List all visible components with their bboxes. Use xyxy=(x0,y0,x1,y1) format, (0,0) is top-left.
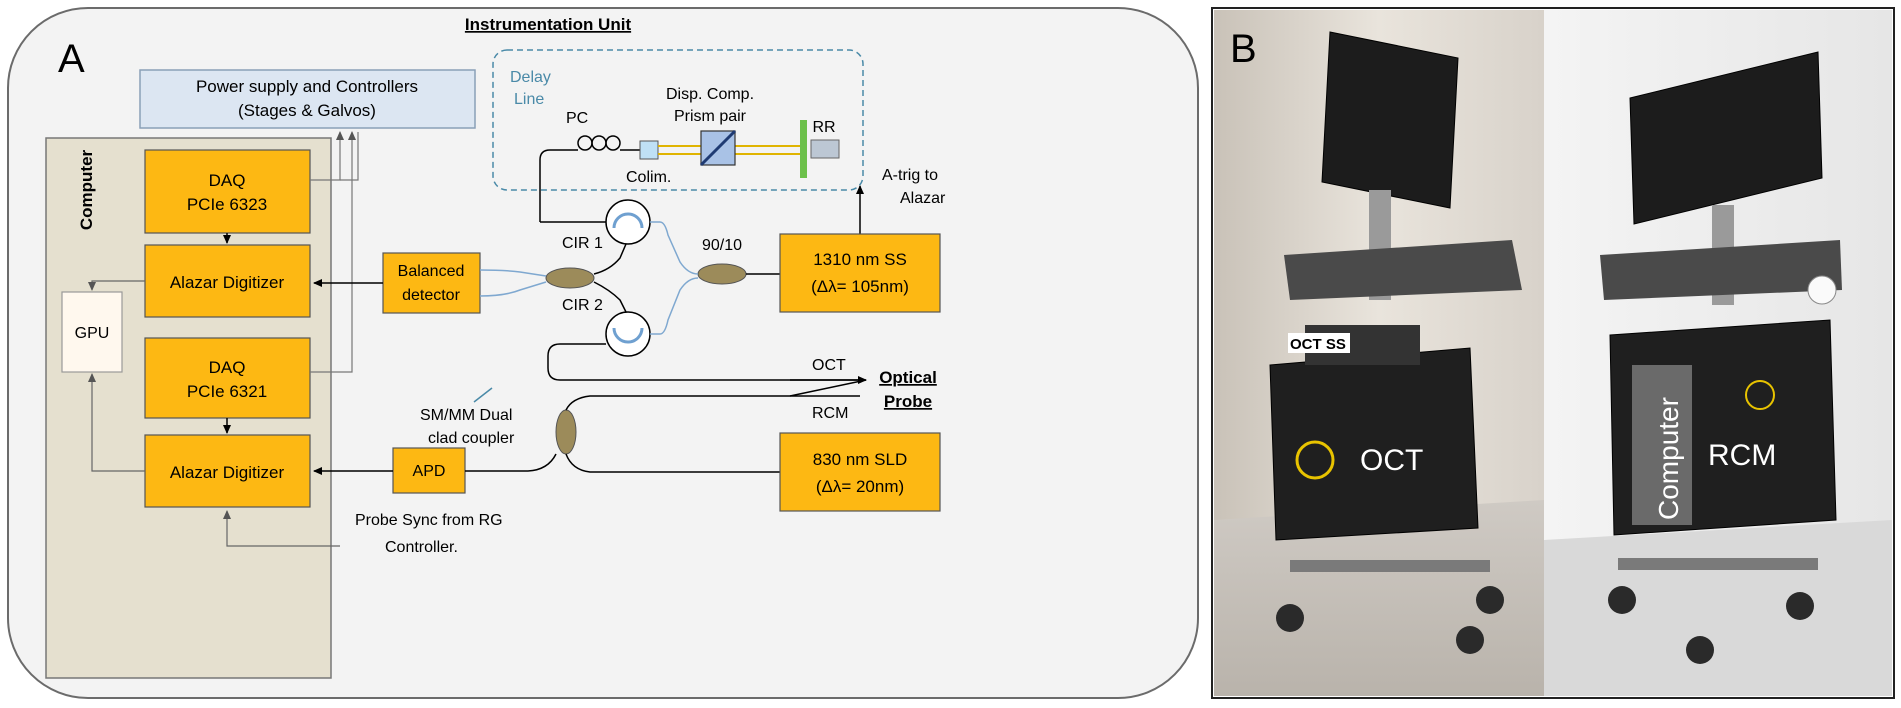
panel-b: B OCT SS OCT Computer RCM xyxy=(1211,7,1895,699)
daq-6323-line1: DAQ xyxy=(209,171,246,190)
arrow-alazar-top-to-gpu xyxy=(88,280,145,291)
coupler-90-10 xyxy=(697,263,747,285)
optical-probe-line1: Optical xyxy=(879,368,937,387)
daq-6323-box xyxy=(144,149,311,234)
rr-label: RR xyxy=(812,119,835,136)
prism-pair-icon xyxy=(699,129,737,167)
disp-comp-line1: Disp. Comp. xyxy=(666,86,754,103)
rcm-fiber-coil xyxy=(1745,380,1775,410)
oct-ss-label: OCT SS xyxy=(1290,336,1346,353)
instrumentation-unit-title: Instrumentation Unit xyxy=(465,15,632,34)
source-830-sld-box xyxy=(779,432,941,512)
alazar-digitizer-top-label: Alazar Digitizer xyxy=(170,273,285,292)
daq-6321-box xyxy=(144,337,311,419)
source-1310-ss-box xyxy=(779,233,941,313)
collimator-icon xyxy=(639,140,659,160)
coupler-line2: clad coupler xyxy=(428,430,515,447)
oct-base xyxy=(1290,560,1490,572)
probe-sync-line1: Probe Sync from RG xyxy=(355,512,503,529)
oct-wheel-3 xyxy=(1456,626,1484,654)
colim-label: Colim. xyxy=(626,169,671,186)
delay-line-box xyxy=(492,49,864,191)
oct-path-label: OCT xyxy=(812,357,846,374)
rcm-wheel-2 xyxy=(1786,592,1814,620)
alazar-digitizer-bottom-label: Alazar Digitizer xyxy=(170,463,285,482)
cir2-label: CIR 2 xyxy=(562,297,603,314)
rcm-monitor xyxy=(1629,51,1823,225)
source-830-line2: (Δλ= 20nm) xyxy=(816,477,904,496)
rcm-wheel-3 xyxy=(1686,636,1714,664)
rcm-wheel-1 xyxy=(1608,586,1636,614)
oct-fiber-coil xyxy=(1295,440,1335,480)
gpu-box xyxy=(61,291,123,373)
apd-label: APD xyxy=(413,463,446,480)
probe-sync-line2: Controller. xyxy=(385,539,458,556)
circulator-1 xyxy=(605,199,651,245)
apd-box xyxy=(392,447,466,494)
line-daq-bottom-to-power xyxy=(310,131,356,373)
optical-probe-line2: Probe xyxy=(884,392,932,411)
balanced-detector-line2: detector xyxy=(402,287,460,304)
circulator-1-arrow-icon xyxy=(612,212,644,229)
daq-6321-line1: DAQ xyxy=(209,358,246,377)
rcm-cart: Computer RCM xyxy=(1600,51,1842,664)
delay-fiber xyxy=(539,149,640,222)
computer-tower xyxy=(1632,365,1692,525)
rcm-label: RCM xyxy=(1708,439,1776,472)
circulator-2 xyxy=(605,311,651,357)
delay-line-label2: Line xyxy=(514,91,544,108)
mirror-bar xyxy=(800,120,807,178)
coupler-line1: SM/MM Dual xyxy=(420,407,512,424)
arrow-alazar-bottom-to-gpu xyxy=(88,373,145,472)
circulator-2-arrow-icon xyxy=(612,327,644,344)
daq-6321-line2: PCIe 6321 xyxy=(187,382,267,401)
pc-label: PC xyxy=(566,110,588,127)
daq-6323-line2: PCIe 6323 xyxy=(187,195,267,214)
oct-tray xyxy=(1284,240,1522,300)
delay-line-label1: Delay xyxy=(510,69,551,86)
oct-label: OCT xyxy=(1360,444,1423,477)
power-supply-box xyxy=(139,69,476,129)
oct-wheel-2 xyxy=(1476,586,1504,614)
oct-monitor xyxy=(1321,31,1459,209)
a-trig-line2: Alazar xyxy=(900,190,946,207)
oct-ss-label-box xyxy=(1288,333,1350,353)
source-830-line1: 830 nm SLD xyxy=(813,450,908,469)
cir1-label: CIR 1 xyxy=(562,235,603,252)
panel-a: A Instrumentation Unit Power supply and … xyxy=(7,7,1199,699)
a-trig-line1: A-trig to xyxy=(882,167,938,184)
source-1310-line1: 1310 nm SS xyxy=(813,250,907,269)
gpu-label: GPU xyxy=(75,325,110,342)
oct-wheel-1 xyxy=(1276,604,1304,632)
disp-comp-line2: Prism pair xyxy=(674,108,747,125)
oct-cart: OCT SS OCT xyxy=(1269,31,1522,654)
rcm-tray xyxy=(1600,240,1842,300)
photo-floor-right xyxy=(1544,520,1892,696)
coupler-dual-clad xyxy=(555,409,577,455)
alazar-digitizer-bottom xyxy=(144,434,311,508)
rcm-lamp xyxy=(1807,275,1837,305)
rcm-base xyxy=(1618,558,1818,570)
arrow-probe-sync xyxy=(223,510,340,547)
power-supply-line1: Power supply and Controllers xyxy=(196,77,418,96)
balanced-detector-box xyxy=(382,252,481,314)
panel-b-label: B xyxy=(1230,27,1257,71)
source-1310-line2: (Δλ= 105nm) xyxy=(811,277,909,296)
arrow-rcm-from-probe xyxy=(789,379,867,397)
line-daq-to-power-3 xyxy=(340,132,359,181)
alazar-digitizer-top xyxy=(144,244,311,318)
balanced-detector-line1: Balanced xyxy=(398,263,465,280)
power-supply-line2: (Stages & Galvos) xyxy=(238,101,376,120)
ratio-label: 90/10 xyxy=(702,237,742,254)
fiber-network xyxy=(465,221,860,473)
panel-a-label: A xyxy=(58,37,85,81)
coupler-balanced xyxy=(545,267,595,289)
polarization-controller-icon xyxy=(577,135,621,151)
rcm-path-label: RCM xyxy=(812,405,848,422)
computer-label: Computer xyxy=(77,149,96,230)
retroreflector-icon xyxy=(810,139,840,159)
computer-label-photo: Computer xyxy=(1653,397,1684,520)
